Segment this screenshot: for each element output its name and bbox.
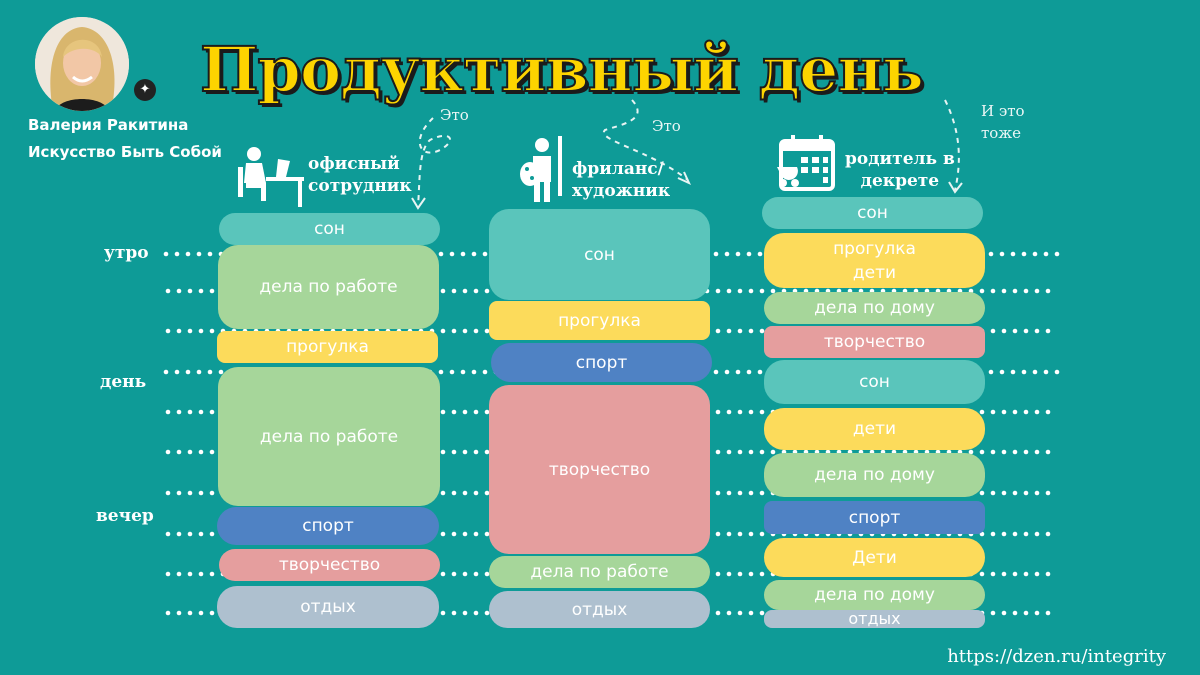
time-label-morning: утро bbox=[104, 243, 149, 263]
source-link[interactable]: https://dzen.ru/integrity bbox=[947, 646, 1166, 667]
parent-block-sleep: сон bbox=[764, 360, 985, 404]
parent-block-kids: дети bbox=[764, 408, 985, 450]
parent-block-sleep: сон bbox=[762, 197, 983, 229]
parent-block-housework: дела по дому bbox=[764, 453, 985, 497]
calendar-stroller-icon bbox=[777, 135, 835, 197]
office-block-rest: отдых bbox=[217, 586, 439, 628]
office-block-walk: прогулка bbox=[217, 331, 438, 363]
author-channel: Искусство Быть Собой bbox=[28, 143, 222, 161]
time-label-day: день bbox=[100, 372, 147, 392]
parent-note: И это тоже bbox=[981, 102, 1025, 142]
freelance-block-rest: отдых bbox=[489, 591, 710, 628]
parent-block-housework: дела по дому bbox=[764, 580, 985, 610]
office-worker-icon bbox=[232, 143, 306, 211]
sparkle-icon: ✦ bbox=[134, 79, 156, 101]
office-block-art: творчество bbox=[219, 549, 440, 581]
artist-icon bbox=[520, 136, 568, 208]
freelance-block-work: дела по работе bbox=[489, 556, 710, 588]
parent-block-rest: отдых bbox=[764, 609, 985, 628]
freelance-block-sport: спорт bbox=[491, 343, 712, 382]
author-name: Валерия Ракитина bbox=[28, 116, 189, 134]
page-title: Продуктивный день bbox=[199, 32, 925, 107]
parent-column-title: родитель в декрете bbox=[845, 149, 955, 191]
parent-block-housework: дела по дому bbox=[764, 292, 985, 324]
office-block-work: дела по работе bbox=[218, 367, 440, 506]
parent-block-walk-kids: прогулка дети bbox=[764, 233, 985, 288]
freelance-block-art: творчество bbox=[489, 385, 710, 554]
parent-block-sport: спорт bbox=[764, 501, 985, 534]
freelance-block-sleep: сон bbox=[489, 209, 710, 300]
office-block-sport: спорт bbox=[217, 507, 439, 545]
freelance-column-title: фриланс/ художник bbox=[572, 159, 671, 201]
avatar[interactable] bbox=[35, 17, 129, 111]
time-label-evening: вечер bbox=[96, 506, 154, 526]
office-block-sleep: сон bbox=[219, 213, 440, 245]
parent-block-art: творчество bbox=[764, 326, 985, 358]
freelance-note: Это bbox=[652, 117, 681, 135]
parent-block-kids: Дети bbox=[764, 538, 985, 577]
office-block-work: дела по работе bbox=[218, 245, 439, 329]
office-note: Это bbox=[440, 106, 469, 124]
freelance-block-walk: прогулка bbox=[489, 301, 710, 340]
office-column-title: офисный сотрудник bbox=[308, 154, 412, 196]
